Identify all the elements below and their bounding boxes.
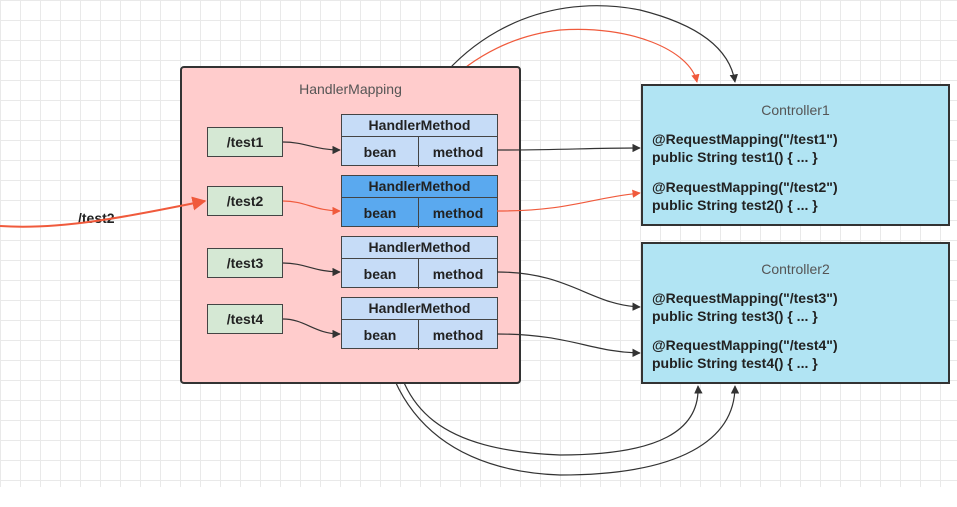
handler-method-bean: bean — [342, 137, 419, 167]
method4-to-test4-arrow — [496, 333, 641, 358]
handler-method-1: HandlerMethod bean method — [341, 114, 498, 167]
controller2-signature-2: public String test4() { ... } — [652, 355, 818, 371]
handler-method-method: method — [432, 205, 484, 221]
controller2-mapping-2: @RequestMapping("/test4") — [652, 337, 838, 353]
bottom-band — [0, 487, 957, 507]
method1-to-test1-arrow — [496, 143, 641, 153]
controller1-mapping-1: @RequestMapping("/test1") — [652, 131, 838, 147]
bean4-to-controller2-curve — [391, 333, 703, 456]
method2-to-test2-arrow — [496, 189, 641, 212]
controller2-signature-1: public String test3() { ... } — [652, 308, 818, 324]
path-test3: /test3 — [207, 248, 283, 278]
test3-to-bean-arrow — [282, 262, 341, 277]
handler-method-method: method — [432, 327, 484, 343]
handler-mapping-title: HandlerMapping — [299, 81, 402, 97]
handler-method-method: method — [432, 266, 484, 282]
handler-method-bean: bean — [342, 198, 419, 228]
handler-method-title: HandlerMethod — [342, 176, 497, 198]
controller2-mapping-1: @RequestMapping("/test3") — [652, 290, 838, 306]
handler-method-2: HandlerMethod bean method — [341, 175, 498, 228]
incoming-request-arrow — [0, 196, 207, 228]
handler-method-method: method — [432, 144, 484, 160]
path-test1: /test1 — [207, 127, 283, 157]
controller1-box — [641, 84, 950, 226]
handler-method-4: HandlerMethod bean method — [341, 297, 498, 350]
path-test4: /test4 — [207, 304, 283, 334]
handler-method-3: HandlerMethod bean method — [341, 236, 498, 289]
controller1-signature-1: public String test1() { ... } — [652, 149, 818, 165]
method3-to-test3-arrow — [496, 271, 641, 311]
controller2-title: Controller2 — [761, 261, 830, 277]
handler-method-title: HandlerMethod — [342, 115, 497, 137]
handler-method-title: HandlerMethod — [342, 237, 497, 259]
controller1-title: Controller1 — [761, 102, 830, 118]
test1-to-bean-arrow — [282, 141, 341, 155]
controller1-signature-2: public String test2() { ... } — [652, 197, 818, 213]
handler-method-bean: bean — [342, 259, 419, 289]
handler-method-title: HandlerMethod — [342, 298, 497, 320]
test4-to-bean-arrow — [282, 318, 341, 339]
test2-to-bean-arrow — [282, 200, 341, 216]
controller1-mapping-2: @RequestMapping("/test2") — [652, 179, 838, 195]
handler-method-bean: bean — [342, 320, 419, 350]
path-test2: /test2 — [207, 186, 283, 216]
controller2-box — [641, 242, 950, 384]
